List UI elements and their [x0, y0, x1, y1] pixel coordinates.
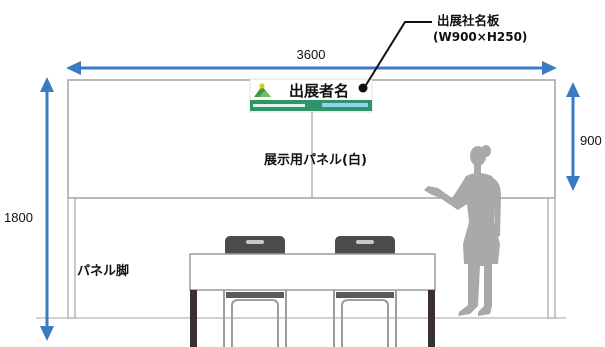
chair-frame-right: [333, 290, 397, 347]
panel-leg-right: [547, 197, 556, 319]
chairs: [225, 236, 395, 257]
mountain-logo-icon: [254, 83, 271, 97]
nameplate-callout: [358, 21, 432, 93]
panel-leg-left: [67, 197, 76, 319]
silhouette-body: [424, 173, 500, 316]
chair-back-right: [335, 236, 395, 257]
total-height-dimension-arrow: [40, 77, 54, 341]
table-leg-left: [190, 290, 197, 347]
presenter-silhouette: [424, 145, 501, 316]
panel-height-dimension-arrow: [566, 82, 580, 191]
panel-label: 展示用パネル(白): [264, 152, 367, 168]
table-legs: [190, 290, 435, 347]
nameplate-stripe-lettering-left: [253, 104, 305, 107]
chair-back-left: [225, 236, 285, 257]
panel-height-dimension-label: 900: [580, 133, 602, 148]
callout-title: 出展社名板: [437, 13, 500, 28]
table-leg-right: [428, 290, 435, 347]
width-dimension-label: 3600: [297, 47, 326, 62]
silhouette-neck: [474, 163, 481, 174]
leg-label: パネル脚: [77, 263, 129, 279]
nameplate-stripe-lettering-right: [322, 103, 368, 107]
callout-size: (W900×H250): [433, 30, 527, 44]
exhibitor-nameplate: 出展者名: [249, 78, 373, 113]
width-dimension-arrow: [66, 61, 557, 75]
callout-dot: [358, 83, 368, 93]
silhouette-arm-right: [493, 178, 501, 238]
callout-leader-line: [365, 21, 432, 86]
dimension-arrows: [40, 61, 580, 341]
total-height-dimension-label: 1800: [4, 210, 33, 225]
table-top: [189, 253, 436, 291]
silhouette-hair-bun: [481, 145, 491, 157]
chair-handle-right: [356, 240, 374, 244]
chair-handle-left: [246, 240, 264, 244]
nameplate-text: 出展者名: [289, 82, 349, 100]
chair-frame-left: [223, 290, 287, 347]
nameplate-stripe: [250, 100, 372, 111]
